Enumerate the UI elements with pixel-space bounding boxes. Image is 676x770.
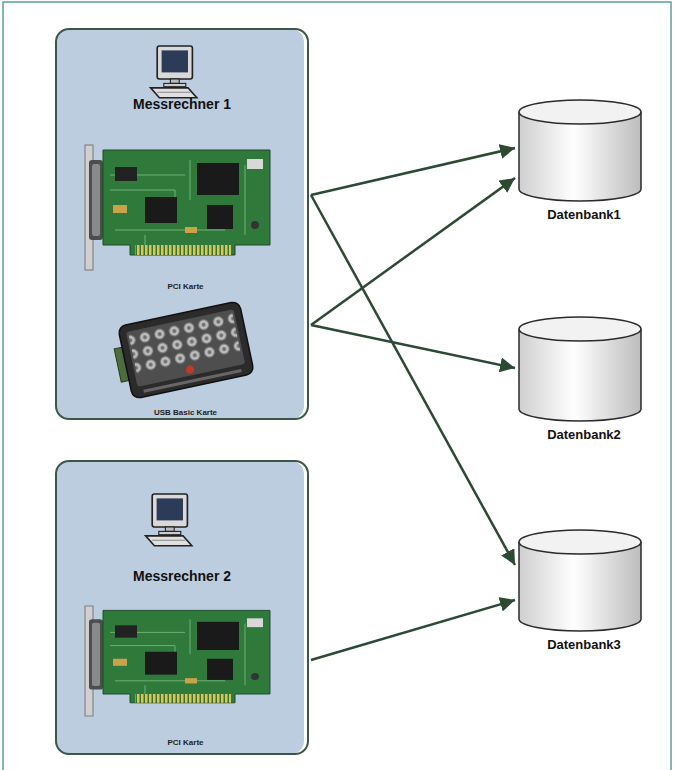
pci-card-picture: [85, 606, 270, 716]
database-name: Datenbank2: [515, 427, 653, 443]
card-node: PCI Karte: [60, 140, 311, 292]
computer-name: Messrechner 1: [57, 96, 307, 112]
cylinder-shape: [515, 98, 645, 203]
computer-group-box: Messrechner 1 PCI KarteUSB Basic Karte: [55, 28, 309, 420]
card-caption: PCI Karte: [60, 282, 311, 292]
page-frame: [3, 2, 671, 770]
database-cylinder: Datenbank3: [515, 528, 653, 653]
data-flow-arrow: [311, 325, 515, 368]
database-cylinder: Datenbank2: [515, 315, 653, 443]
computer-name: Messrechner 2: [57, 568, 307, 584]
card-node: PCI Karte: [60, 600, 311, 748]
card-caption: PCI Karte: [60, 738, 311, 748]
cylinder-shape: [515, 315, 645, 423]
usb-box-picture: [110, 301, 255, 401]
group-fill: [56, 461, 304, 754]
computer-group-box: Messrechner 2 PCI Karte: [55, 460, 309, 755]
card-caption: USB Basic Karte: [60, 408, 311, 418]
computer-icon: [146, 494, 192, 546]
database-name: Datenbank3: [515, 637, 653, 653]
card-node: USB Basic Karte: [60, 300, 311, 418]
computer-icon: [151, 46, 197, 98]
data-flow-arrow: [311, 178, 515, 325]
cylinder-shape: [515, 528, 645, 633]
database-cylinder: Datenbank1: [515, 98, 653, 223]
database-name: Datenbank1: [515, 207, 653, 223]
data-flow-arrow: [311, 148, 515, 195]
pci-card-picture: [85, 145, 270, 270]
group-fill: [56, 29, 304, 419]
data-flow-arrow: [311, 600, 515, 660]
